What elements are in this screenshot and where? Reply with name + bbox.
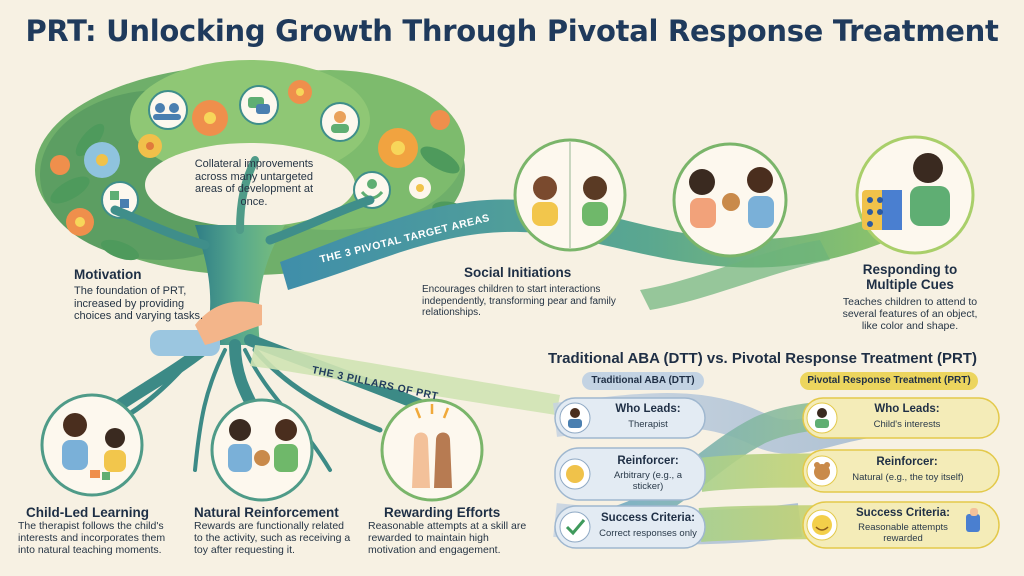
dtt-leads-heading: Who Leads:	[615, 403, 681, 415]
social-initiations-text: Encourages children to start interaction…	[422, 284, 616, 318]
motivation-text: The foundation of PRT, increased by prov…	[74, 285, 204, 322]
social-initiations-title: Social Initiations	[464, 265, 572, 280]
hand-illustration	[150, 301, 262, 356]
prt-success-text: Reasonable attempts rewarded	[858, 522, 948, 544]
dtt-leads-text: Therapist	[628, 419, 668, 430]
dtt-success-heading: Success Criteria:	[601, 512, 695, 524]
dtt-reinforcer-heading: Reinforcer:	[617, 455, 679, 467]
comparison-title: Traditional ABA (DTT) vs. Pivotal Respon…	[548, 350, 977, 367]
rewarding-efforts-title: Rewarding Efforts	[384, 505, 501, 520]
canopy-icons	[101, 85, 391, 219]
multiple-cues-image	[855, 135, 975, 255]
multiple-cues-text: Teaches children to attend to several fe…	[842, 296, 978, 332]
dtt-reinforcer-text: Arbitrary (e.g., a sticker)	[613, 470, 683, 492]
shared-toy-image	[672, 142, 788, 258]
rewarding-efforts-image	[380, 398, 484, 502]
motivation-title: Motivation	[74, 267, 142, 282]
child-led-text: The therapist follows the child's intere…	[18, 520, 166, 556]
page-title: PRT: Unlocking Growth Through Pivotal Re…	[25, 14, 999, 48]
child-led-image	[40, 393, 144, 497]
multiple-cues-title: Responding to Multiple Cues	[862, 262, 958, 292]
prt-leads-text: Child's interests	[873, 419, 941, 430]
rewarding-efforts-text: Reasonable attempts at a skill are rewar…	[368, 520, 527, 556]
card-icons	[559, 402, 980, 543]
social-initiations-image	[513, 138, 627, 252]
dtt-label: Traditional ABA (DTT)	[582, 372, 704, 390]
prt-reinforcer-heading: Reinforcer:	[876, 456, 938, 468]
child-led-title: Child-Led Learning	[26, 505, 149, 520]
flowers	[50, 80, 450, 236]
prt-success-heading: Success Criteria:	[856, 507, 950, 519]
pillars-band	[250, 345, 560, 415]
dtt-success-text: Correct responses only	[599, 528, 697, 539]
prt-label: Pivotal Response Treatment (PRT)	[800, 372, 978, 390]
natural-reinforcement-title: Natural Reinforcement	[194, 505, 339, 520]
prt-leads-heading: Who Leads:	[874, 403, 940, 415]
prt-reinforcer-text: Natural (e.g., the toy itself)	[852, 472, 964, 483]
target-areas-band	[280, 199, 890, 290]
natural-reinforcement-text: Rewards are functionally related to the …	[194, 520, 351, 556]
natural-reinforcement-image	[210, 398, 314, 502]
collateral-text: Collateral improvements across many unta…	[194, 158, 314, 208]
comparison-cards	[554, 397, 1000, 549]
